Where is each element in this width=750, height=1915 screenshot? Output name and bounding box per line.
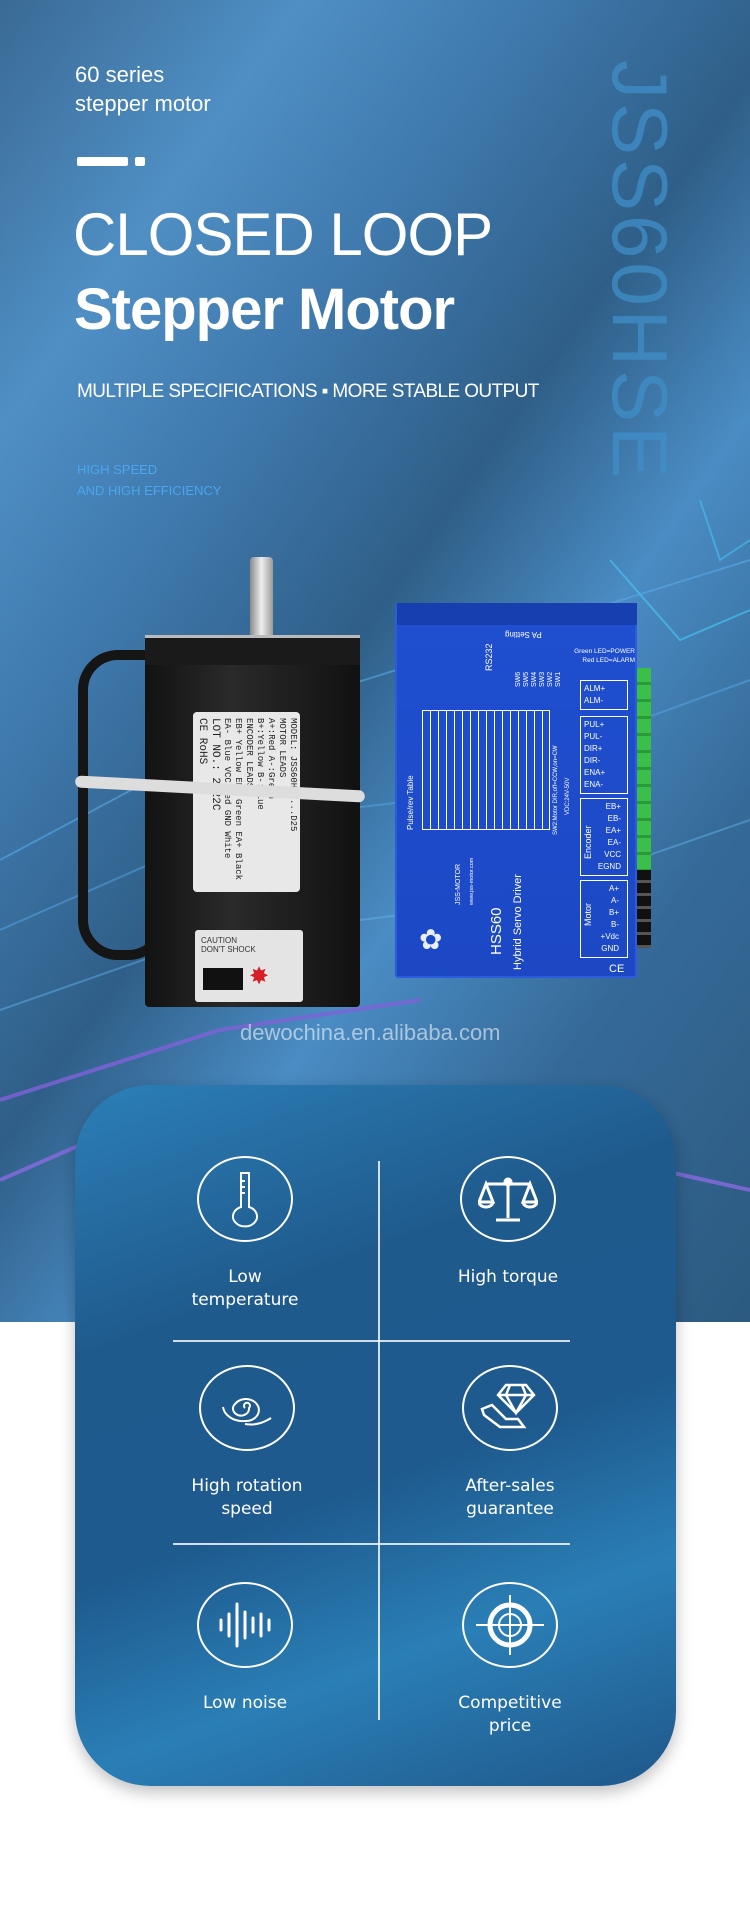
pin-label: EA- <box>607 838 621 847</box>
caution-text: DON'T SHOCK <box>201 945 256 954</box>
driver-url: www.jss-motor.com <box>469 857 475 905</box>
shock-icon: ✸ <box>249 963 270 990</box>
nameplate-line: MOTOR LEADS <box>277 718 287 778</box>
driver-model: HSS60 <box>488 907 505 955</box>
divider-horizontal <box>173 1340 570 1342</box>
pin-label: +Vdc <box>600 932 619 941</box>
driver-top-rail <box>397 603 637 625</box>
thermometer-icon <box>197 1156 293 1242</box>
pulse-rev-table <box>422 710 550 830</box>
pin-label: B- <box>611 920 619 929</box>
pin-label: VCC <box>604 850 621 859</box>
pin-label: ENA- <box>584 780 604 789</box>
pin-label: EB+ <box>605 802 621 811</box>
driver-brand: JSS-MOTOR <box>455 863 462 905</box>
driver-note: VDC:24V-50V <box>565 777 571 815</box>
pin-label: A- <box>611 896 619 905</box>
series-sublabel: stepper motor <box>75 91 211 116</box>
features-card: Low temperature High torque High rotatio… <box>75 1085 676 1786</box>
feature-label: High rotation speed <box>191 1476 303 1519</box>
pin-label: ALM+ <box>584 684 606 693</box>
feature-label: Low noise <box>202 1693 288 1713</box>
green-terminal-block <box>637 668 651 870</box>
pin-label: EGND <box>597 862 621 871</box>
pin-label: ENA+ <box>584 768 606 777</box>
pin-label: PUL+ <box>584 720 605 729</box>
pin-label: EA+ <box>605 826 621 835</box>
diamond-hand-icon <box>462 1365 558 1451</box>
signal-pins: PUL+ PUL- DIR+ DIR- ENA+ ENA- <box>580 716 628 794</box>
subtitle: MULTIPLE SPECIFICATIONS ▪ MORE STABLE OU… <box>77 381 539 402</box>
ce-mark: CE <box>609 963 625 975</box>
driver-name: Hybrid Servo Driver <box>512 874 524 970</box>
headline-line1: CLOSED LOOP <box>73 201 493 268</box>
motor-flange <box>145 635 360 665</box>
nameplate-line: B+:Yellow B-:Blue <box>255 718 265 810</box>
pin-label: DIR- <box>584 756 601 765</box>
nameplate-line: ENCODER LEADS <box>244 718 254 789</box>
stepper-motor-image: MODEL: JSS60HSE...D25 MOTOR LEADS A+:Red… <box>70 550 380 1030</box>
divider-vertical <box>378 1161 380 1720</box>
feature-competitive-price: Competitive price <box>380 1582 640 1738</box>
pin-label: B+ <box>608 908 619 917</box>
feature-label: After-sales guarantee <box>465 1476 555 1519</box>
feature-label: Competitive price <box>458 1693 562 1736</box>
pin-label: ALM- <box>584 696 604 705</box>
nameplate-line: EA- Blue VCC Red GND White <box>221 718 232 888</box>
decor-dot <box>135 157 145 166</box>
divider-horizontal <box>173 1543 570 1545</box>
driver-note: SW2:Motor DIR,off=CCW,on=CW <box>553 745 559 835</box>
feature-label: Low temperature <box>191 1267 299 1310</box>
pin-label: EB- <box>607 814 621 823</box>
nameplate-line: MODEL: JSS60HSE...D25 <box>288 718 298 832</box>
sound-wave-icon <box>197 1582 293 1668</box>
tagline-line1: HIGH SPEED <box>77 462 158 477</box>
motor-nameplate: MODEL: JSS60HSE...D25 MOTOR LEADS A+:Red… <box>193 712 300 892</box>
pin-label: GND <box>601 944 619 953</box>
led-legend-line: Green LED=POWER <box>574 648 635 655</box>
led-legend-line: Red LED=ALARM <box>582 657 635 664</box>
balance-scale-icon <box>460 1156 556 1242</box>
black-terminal-block <box>637 870 651 948</box>
pin-label: DIR+ <box>584 744 603 753</box>
vertical-model-text: JSS60HSE <box>596 60 684 483</box>
feature-label: High torque <box>457 1267 559 1287</box>
target-icon <box>462 1582 558 1668</box>
servo-driver-image: RS232 SW6 SW5 SW4 SW3 SW2 SW1 PA Setting… <box>395 603 637 978</box>
motor-pins: A+ A- B+ B- +Vdc GND Motor <box>580 880 628 958</box>
jss-logo-icon: ✿ <box>419 924 443 955</box>
table-title: Pulse/rev Table <box>406 775 415 830</box>
watermark: dewochina.en.alibaba.com <box>240 1020 501 1045</box>
rs232-label: RS232 <box>484 643 494 671</box>
encoder-title: Encoder <box>583 825 593 859</box>
motor-title: Motor <box>583 902 593 926</box>
caution-label: CAUTION DON'T SHOCK ✸ <box>195 930 303 1002</box>
nameplate-line: LOT NO.: 2022C <box>209 718 221 811</box>
nameplate-line: CE RoHS <box>196 718 208 765</box>
feature-low-noise: Low noise <box>115 1582 375 1715</box>
series-label: 60 series <box>75 62 165 87</box>
headline-line2: Stepper Motor <box>74 277 455 342</box>
motor-shaft <box>250 557 273 642</box>
feature-high-rotation-speed: High rotation speed <box>117 1365 377 1521</box>
tagline-line2: AND HIGH EFFICIENCY <box>77 483 222 498</box>
decor-bar <box>77 157 128 166</box>
feature-high-torque: High torque <box>378 1156 638 1289</box>
caution-text: CAUTION <box>201 936 237 945</box>
encoder-pins: EB+ EB- EA+ EA- VCC EGND Encoder <box>580 798 628 876</box>
alarm-pins: ALM+ ALM- <box>580 680 628 710</box>
caution-block <box>203 968 243 990</box>
pin-label: A+ <box>608 884 619 893</box>
feature-after-sales-guarantee: After-sales guarantee <box>380 1365 640 1521</box>
switch-labels: SW6 SW5 SW4 SW3 SW2 SW1 <box>515 671 562 687</box>
spiral-icon <box>199 1365 295 1451</box>
nameplate-line: A+:Red A-:Green <box>266 718 276 800</box>
pa-setting-label: PA Setting <box>505 630 542 639</box>
feature-low-temperature: Low temperature <box>115 1156 375 1312</box>
pin-label: PUL- <box>584 732 603 741</box>
nameplate-line: EB+ Yellow EB- Green EA+ Black <box>233 718 243 881</box>
led-legend: Green LED=POWER Red LED=ALARM <box>567 647 635 665</box>
